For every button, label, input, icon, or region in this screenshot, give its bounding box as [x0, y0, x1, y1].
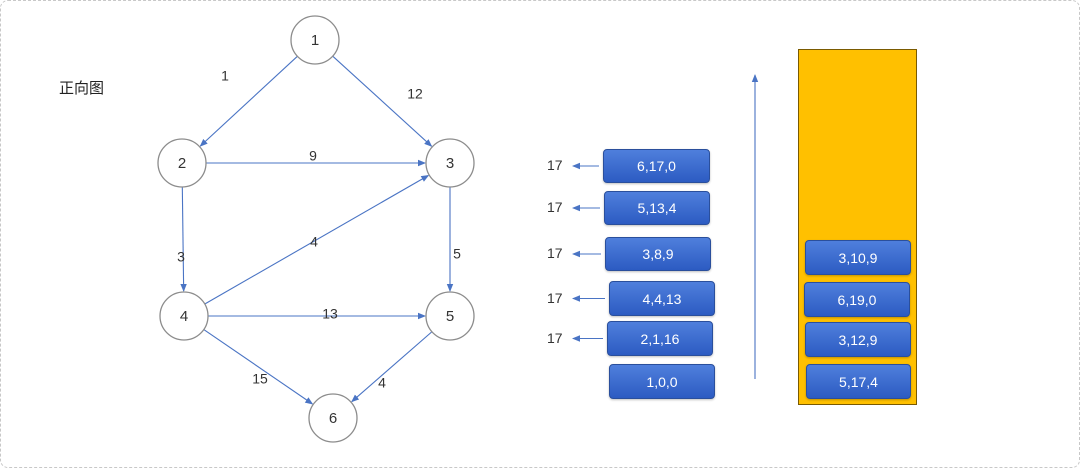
- edge-4-6: [203, 329, 314, 405]
- queue-item: 3,12,9: [805, 322, 911, 357]
- node-6-circle: [308, 393, 358, 443]
- graph-title: 正向图: [59, 79, 105, 97]
- edge-weight-4-6: 15: [252, 371, 268, 387]
- queue-item: 6,19,0: [804, 282, 910, 317]
- queue-item: 5,17,4: [806, 364, 911, 399]
- distance-label: 17: [547, 245, 563, 261]
- node-6-label: 6: [329, 410, 337, 427]
- edge-1-3: [332, 55, 433, 147]
- node-3-label: 3: [446, 155, 454, 172]
- distance-label: 17: [547, 157, 563, 173]
- distance-label: 17: [547, 329, 563, 346]
- edge-2-4: [180, 186, 187, 293]
- stack-item: 1,0,0: [609, 364, 715, 399]
- edge-weight-2-3: 9: [309, 148, 317, 164]
- node-4-label: 4: [180, 308, 188, 325]
- edge-weight-1-2: 1: [221, 68, 229, 84]
- edge-4-3: [204, 174, 430, 305]
- stack-item: 4,4,13: [609, 281, 715, 316]
- edge-weight-5-6: 4: [378, 375, 386, 391]
- node-5-circle: [425, 291, 475, 341]
- edge-weight-1-3: 12: [407, 86, 423, 102]
- node-1-label: 1: [311, 32, 319, 49]
- edge-5-6: [351, 331, 433, 403]
- stack-item: 6,17,0: [603, 149, 710, 183]
- node-1-circle: [290, 15, 340, 65]
- node-5-label: 5: [446, 308, 454, 325]
- edge-1-2: [199, 55, 298, 147]
- edge-weight-4-5: 13: [322, 306, 338, 322]
- distance-label: 17: [547, 289, 563, 306]
- stack-item: 2,1,16: [607, 321, 713, 356]
- node-2-label: 2: [178, 155, 186, 172]
- stack-item: 5,13,4: [604, 191, 710, 225]
- node-4-circle: [159, 291, 209, 341]
- node-3-circle: [425, 138, 475, 188]
- edge-weight-3-5: 5: [453, 246, 461, 262]
- edge-weight-4-3: 4: [310, 234, 318, 250]
- edge-weight-2-4: 3: [177, 249, 185, 265]
- stack-item: 3,8,9: [605, 237, 711, 271]
- node-2-circle: [157, 138, 207, 188]
- distance-label: 17: [547, 199, 563, 215]
- queue-item: 3,10,9: [805, 240, 911, 275]
